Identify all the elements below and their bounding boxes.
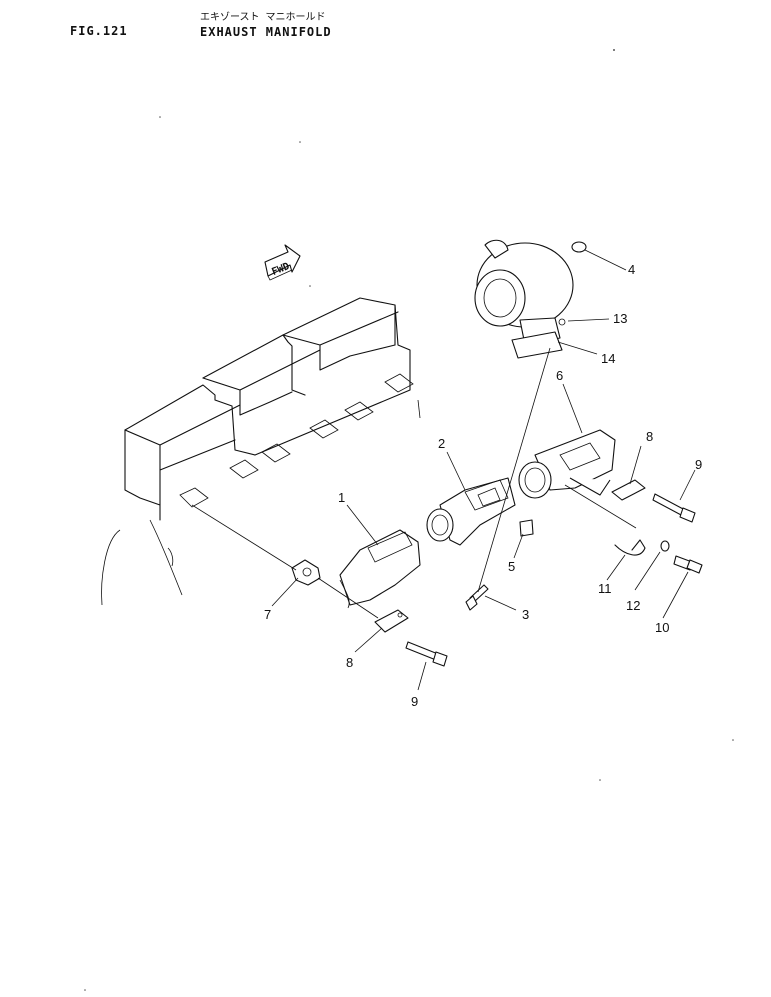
- part-1-exhaust-manifold-front: [339, 529, 421, 609]
- scan-specks: [84, 49, 734, 991]
- turbocharger: [474, 239, 587, 359]
- callout-2: 2: [438, 436, 445, 451]
- callout-9-rear: 9: [695, 457, 702, 472]
- engine-cylinder-heads: [101, 297, 421, 606]
- callout-numbers: 1 2 3 4 5 6 7 8 8 9 9 10 11 12 13 14: [264, 262, 702, 709]
- callout-3: 3: [522, 607, 529, 622]
- part-12-washer: [660, 540, 670, 552]
- figure-title: EXHAUST MANIFOLD: [200, 25, 332, 39]
- part-2-exhaust-manifold-center: [426, 477, 516, 546]
- callout-5: 5: [508, 559, 515, 574]
- figure-title-japanese: エキゾースト マニホールド: [200, 12, 326, 23]
- assembly-lines: [191, 347, 637, 619]
- callout-9-front: 9: [411, 694, 418, 709]
- part-5-plug: [519, 519, 534, 537]
- callout-12: 12: [626, 598, 640, 613]
- callout-1: 1: [338, 490, 345, 505]
- part-9-bolt-front: [405, 641, 448, 667]
- part-9-bolt-rear: [652, 493, 696, 523]
- part-7-gasket: [291, 559, 321, 586]
- part-8-clamp-rear: [611, 479, 646, 501]
- callout-6: 6: [556, 368, 563, 383]
- part-8-clamp-front: [374, 609, 409, 633]
- callout-13: 13: [613, 311, 627, 326]
- callout-10: 10: [655, 620, 669, 635]
- part-3-bolt: [465, 584, 489, 611]
- part-10-bolt: [673, 555, 703, 574]
- forward-direction-arrow: FWD: [264, 244, 301, 281]
- callout-leaders: [271, 249, 696, 691]
- figure-number: FIG.121: [70, 24, 128, 38]
- callout-11: 11: [598, 581, 612, 596]
- part-11-bracket: [614, 539, 646, 556]
- callout-14: 14: [601, 351, 615, 366]
- callout-8-rear: 8: [646, 429, 653, 444]
- callout-7: 7: [264, 607, 271, 622]
- callout-8-front: 8: [346, 655, 353, 670]
- part-6-exhaust-manifold-rear: [518, 429, 616, 499]
- callout-4: 4: [628, 262, 635, 277]
